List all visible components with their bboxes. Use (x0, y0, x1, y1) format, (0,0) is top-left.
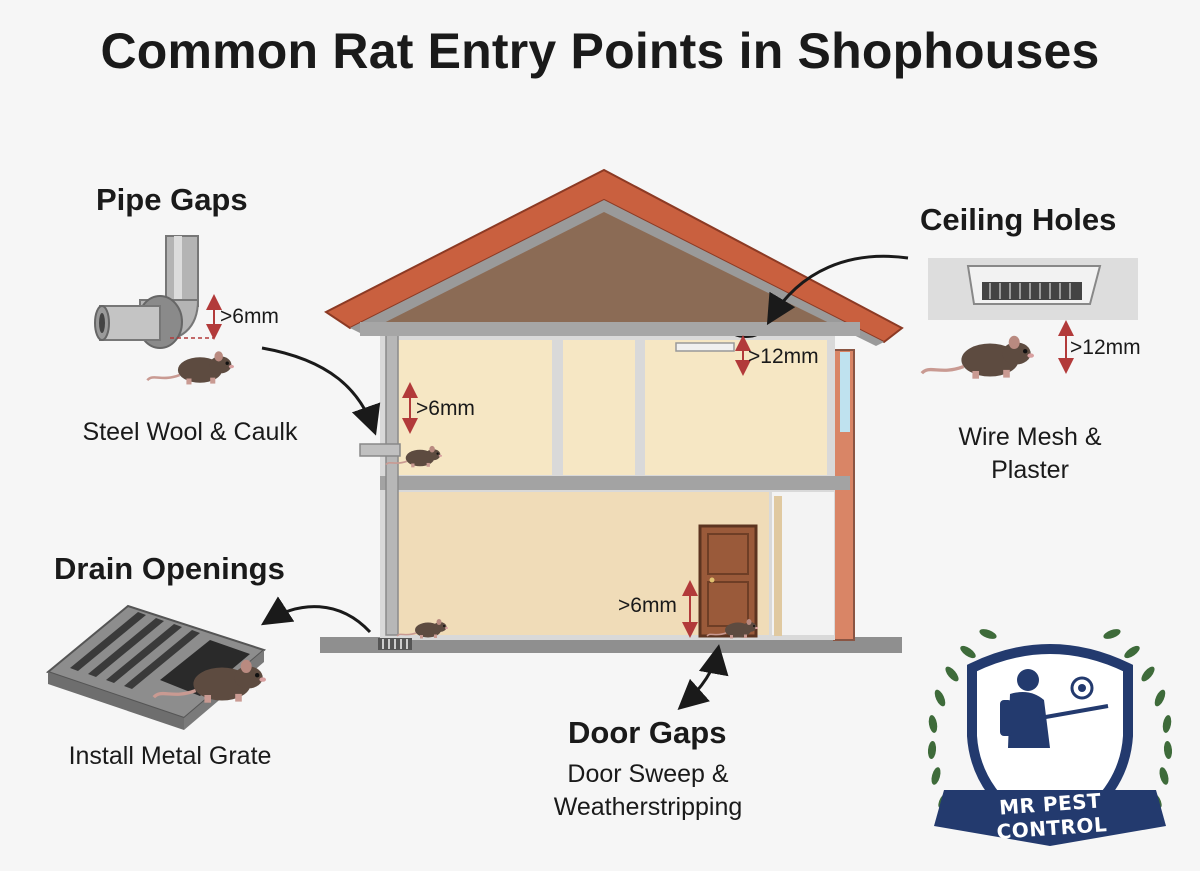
drain-grate-icon (45, 604, 267, 730)
pipe-measure-label: >6mm (416, 397, 475, 420)
room-middle (563, 340, 635, 475)
pest-control-logo (927, 629, 1173, 846)
ceiling-holes-measure: >12mm (1070, 336, 1141, 359)
drain-openings-fix: Install Metal Grate (68, 742, 272, 770)
door-gaps-fix: Door Sweep & Weatherstripping (553, 760, 743, 821)
pipe-gaps-arrow (261, 346, 381, 436)
shophouse-cross-section (320, 168, 904, 653)
ceiling-holes-heading: Ceiling Holes (920, 202, 1117, 237)
drain-openings-arrow (260, 596, 372, 634)
ceiling-measure-label: >12mm (748, 345, 819, 368)
ceiling-vent-icon (928, 258, 1138, 320)
page-title: Common Rat Entry Points in Shophouses (100, 23, 1100, 79)
pipe-gaps-measure: >6mm (220, 305, 279, 328)
pipe-icon (94, 235, 200, 349)
door-gaps-heading: Door Gaps (568, 715, 727, 750)
ground-slab (320, 637, 902, 653)
pipe-gaps-heading: Pipe Gaps (96, 182, 248, 217)
ceiling-holes-arrow (766, 254, 909, 326)
rat-icon (920, 334, 1036, 381)
rat-icon (146, 350, 236, 386)
vertical-pipe (385, 314, 399, 636)
ceiling-holes-fix: Wire Mesh & Plaster (958, 423, 1102, 484)
pipe-gaps-fix: Steel Wool & Caulk (82, 418, 298, 446)
pipe-joint (359, 443, 401, 457)
door-gaps-arrow (677, 644, 729, 710)
door-measure-label: >6mm (618, 594, 677, 617)
drain-openings-heading: Drain Openings (54, 551, 285, 586)
